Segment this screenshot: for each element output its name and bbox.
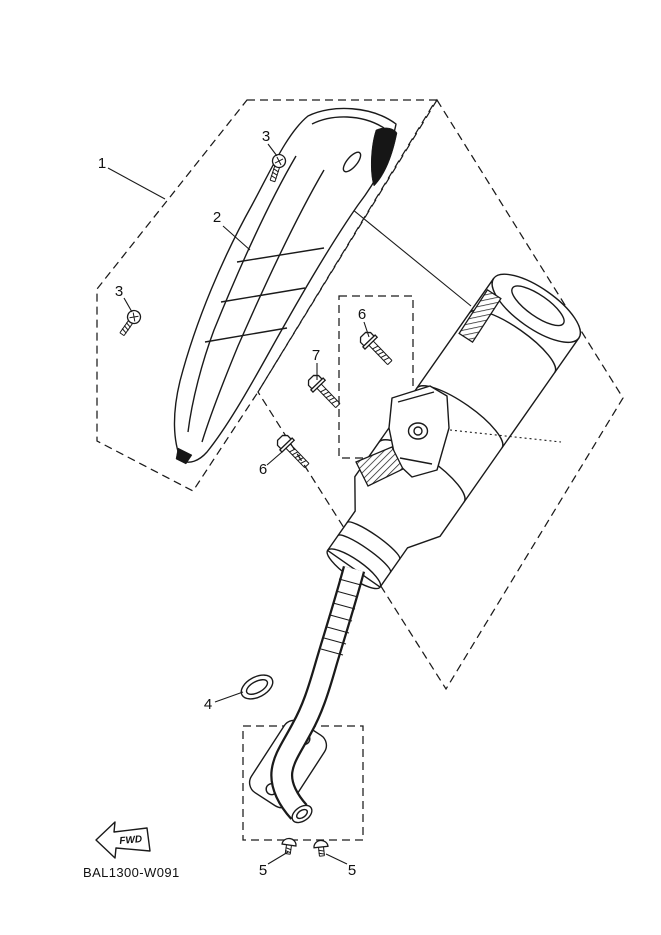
muffler-body-drawing (326, 273, 582, 590)
muffler-bracket-drawing (355, 385, 450, 487)
bolt-part-6-lower (273, 431, 314, 473)
callout-label-1: 1 (98, 155, 106, 172)
callout-label-5-right: 5 (348, 862, 356, 879)
alignment-dotted-line (449, 429, 562, 443)
fwd-label: FWD (119, 834, 143, 847)
shield-to-mount-leader-line (335, 195, 472, 307)
shield-bottom-notch (175, 447, 193, 465)
callout-labels: 1 2 3 3 4 5 5 6 6 7 (98, 128, 366, 879)
bolt-part-6-upper (356, 328, 397, 370)
screw-part-3-left (115, 307, 144, 339)
muffler-mount-plate (458, 288, 502, 344)
heat-shield-drawing (173, 107, 398, 465)
exhaust-pipe-drawing (270, 565, 366, 824)
shield-top-slot-shadow (371, 127, 398, 187)
callout-leader-lines (107, 143, 370, 865)
clamp-hatched-detail (355, 446, 404, 487)
muffler-group-boundary (257, 98, 624, 691)
callout-label-3-left: 3 (115, 283, 123, 300)
callout-label-6-lower: 6 (259, 461, 267, 478)
callout-label-6-upper: 6 (358, 306, 366, 323)
callout-label-4: 4 (204, 696, 212, 713)
part-code: BAL1300-W091 (83, 865, 180, 880)
callout-label-2: 2 (213, 209, 221, 226)
flex-section-corrugations (320, 578, 362, 656)
callout-label-7: 7 (312, 347, 320, 364)
callout-label-5-left: 5 (259, 862, 267, 879)
fwd-arrow-icon: FWD (95, 821, 151, 859)
heat-shield-group-boundary (96, 99, 438, 492)
callout-label-3-top: 3 (262, 128, 270, 145)
shield-slot (342, 151, 362, 173)
bolt-part-7 (304, 371, 345, 413)
gasket-ring (240, 674, 274, 700)
